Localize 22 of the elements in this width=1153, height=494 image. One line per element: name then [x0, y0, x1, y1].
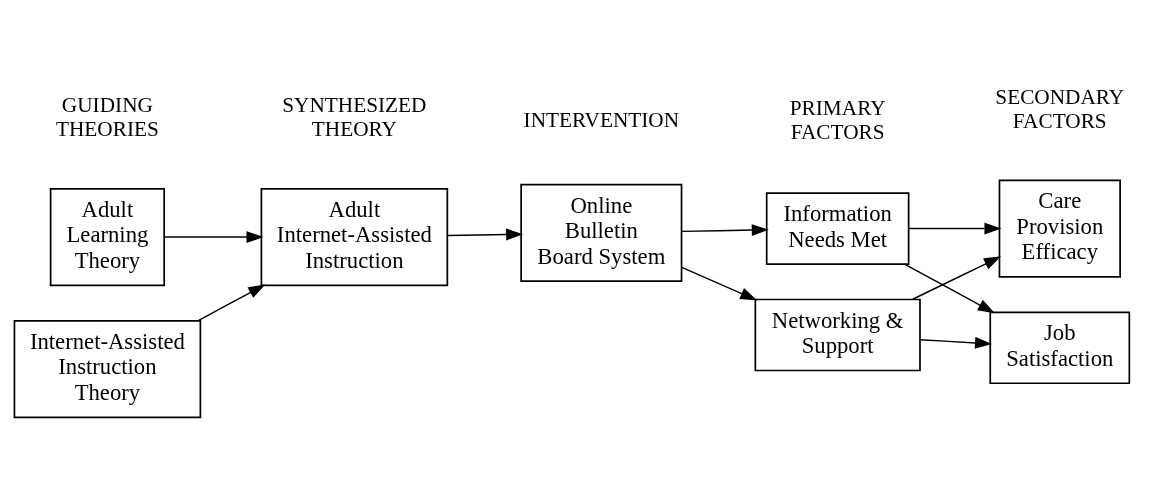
- node-box: Care Provision Efficacy: [998, 179, 1121, 278]
- label: GUIDING THEORIES: [55, 93, 159, 142]
- node-box: Internet-Assisted Instruction Theory: [13, 319, 202, 419]
- node-box: Job Satisfaction: [989, 311, 1131, 385]
- label: INTERVENTION: [523, 108, 680, 133]
- arrow: [912, 256, 1002, 300]
- label: SYNTHESIZED THEORY: [282, 93, 427, 142]
- arrow: [681, 224, 769, 237]
- arrow: [446, 228, 524, 241]
- node-box: Online Bulletin Board System: [520, 183, 683, 282]
- arrow: [681, 266, 758, 301]
- arrow: [163, 231, 264, 244]
- node-box: Networking & Support: [754, 298, 921, 372]
- arrow: [904, 263, 995, 314]
- arrow: [908, 222, 1002, 235]
- arrow: [919, 336, 993, 349]
- node-box: Information Needs Met: [765, 192, 910, 265]
- label: PRIMARY FACTORS: [789, 96, 886, 145]
- arrow: [197, 284, 266, 322]
- node-box: Adult Internet-Assisted Instruction: [260, 187, 449, 287]
- node-box: Adult Learning Theory: [49, 187, 166, 287]
- label: SECONDARY FACTORS: [995, 84, 1125, 133]
